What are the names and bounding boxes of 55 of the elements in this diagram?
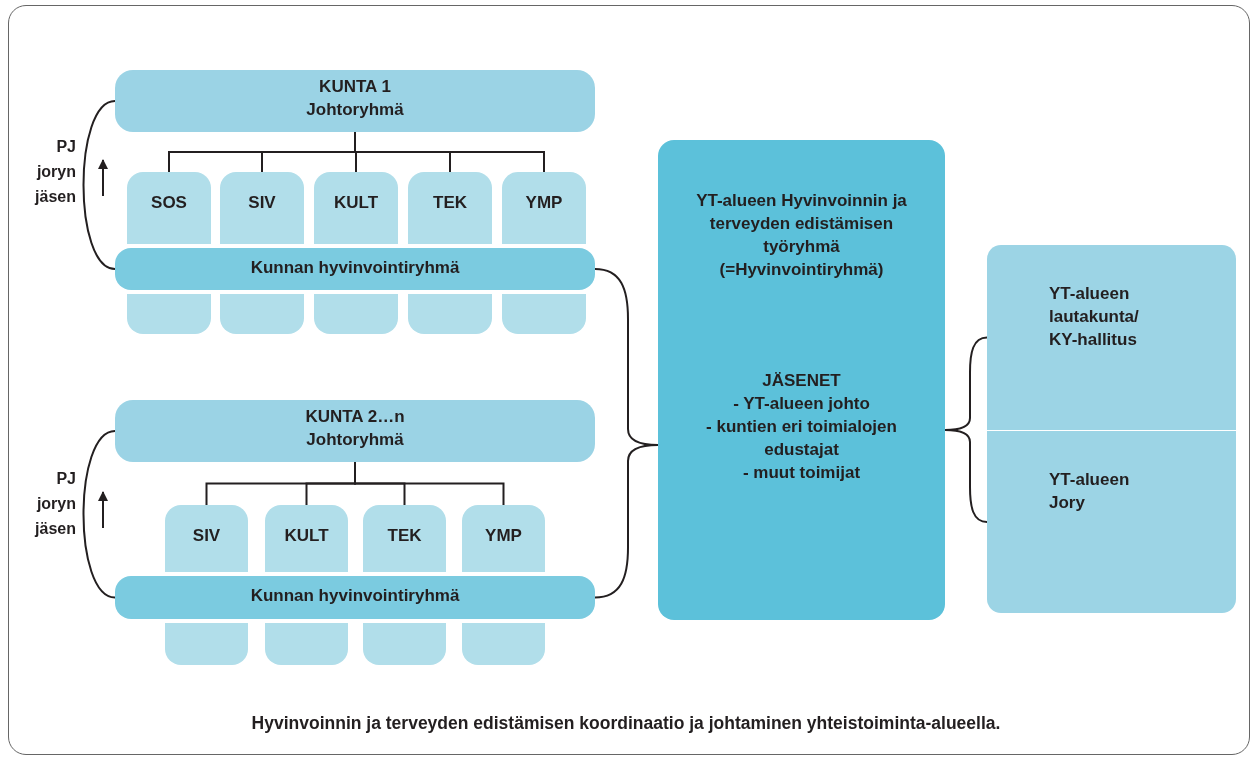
column-base: [220, 294, 304, 334]
group-box: [115, 70, 595, 132]
node-text: - kuntien eri toimialojen edustajat: [705, 415, 898, 461]
department-box: [314, 172, 398, 244]
column-base: [502, 294, 586, 334]
board-box: [987, 431, 1236, 613]
column-base: [165, 623, 248, 665]
node-text: Johtoryhmä: [305, 428, 405, 451]
board-box: [987, 245, 1236, 430]
node-heading: YT-alueen lautakunta/ KY-hallitus: [1049, 283, 1140, 351]
department-box: [220, 172, 304, 244]
edge-label: PJ joryn jäsen: [33, 469, 76, 539]
caption: Hyvinvoinnin ja terveyden edistämisen koordinaatio ja johtaminen yhteistoiminta-alueella.: [250, 713, 1002, 734]
node-heading: YT-alueen Jory: [1049, 469, 1131, 514]
department-box: [127, 172, 211, 244]
brace-connector: [944, 429, 988, 523]
node-heading: KULT: [283, 525, 330, 547]
column-base: [127, 294, 211, 334]
group-box: [115, 400, 595, 462]
department-box: [462, 505, 545, 572]
node-heading: KULT: [332, 192, 380, 214]
column-base: [408, 294, 492, 334]
node-heading: Kunnan hyvinvointiryhmä: [249, 257, 461, 279]
node-text: JÄSENET: [761, 369, 842, 392]
department-box: [408, 172, 492, 244]
column-base: [265, 623, 348, 665]
node-heading: TEK: [432, 192, 468, 214]
department-box: [265, 505, 348, 572]
node-heading: Kunnan hyvinvointiryhmä: [249, 585, 461, 607]
edge-label: PJ joryn jäsen: [33, 137, 76, 207]
node-heading: KUNTA 2…n: [304, 406, 406, 428]
node-heading: SIV: [191, 525, 222, 547]
column-base: [314, 294, 398, 334]
department-box: [502, 172, 586, 244]
node-heading: YMP: [484, 525, 523, 547]
node-text: - YT-alueen johto: [732, 392, 871, 415]
node-heading: TEK: [386, 525, 423, 547]
group-band: [115, 248, 595, 290]
department-box: [363, 505, 446, 572]
department-box: [165, 505, 248, 572]
node-heading: SIV: [247, 192, 277, 214]
node-text: - muut toimijat: [741, 461, 862, 484]
node-heading: KUNTA 1: [318, 76, 392, 98]
column-base: [462, 623, 545, 665]
connector: [82, 430, 116, 599]
brace-connector: [594, 444, 659, 599]
workgroup-box: [658, 140, 945, 620]
node-heading: SOS: [150, 192, 188, 214]
connector: [82, 100, 116, 270]
node-heading: YMP: [524, 192, 564, 214]
node-heading: YT-alueen Hyvinvoinnin ja terveyden edistämisen työryhmä (=Hyvinvointiryhmä): [695, 190, 908, 281]
column-base: [363, 623, 446, 665]
group-band: [115, 576, 595, 619]
node-text: Johtoryhmä: [305, 98, 405, 121]
connector: [354, 461, 505, 506]
